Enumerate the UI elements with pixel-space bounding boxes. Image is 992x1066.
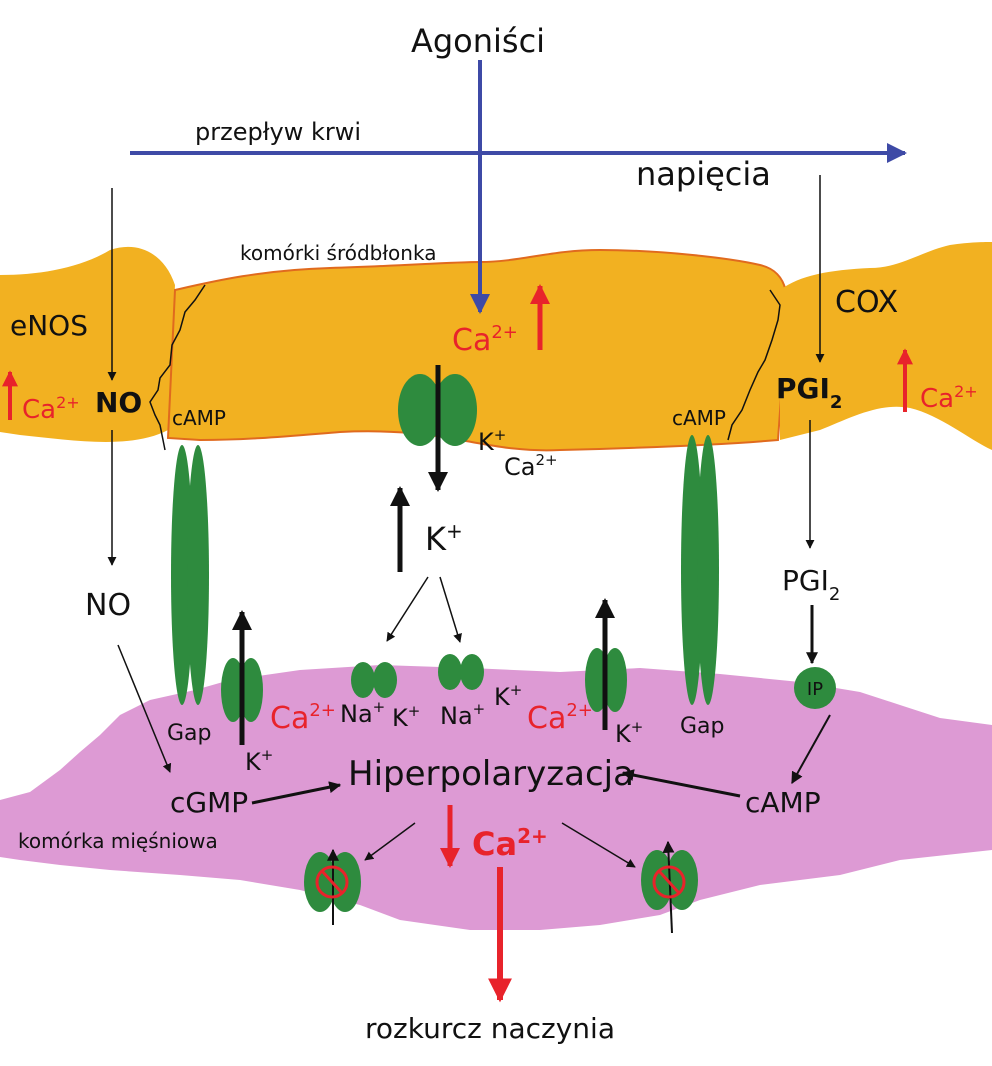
k-channel-muscle-left-a — [221, 658, 245, 722]
muscle-cell-label: komórka mięśniowa — [18, 829, 218, 853]
k-label-pump-left: K+ — [392, 702, 420, 732]
camp-label-right-gap: cAMP — [672, 406, 726, 430]
k-channel-muscle-right-b — [603, 648, 627, 712]
na-label-left: Na+ — [340, 698, 385, 728]
cell-junction-right — [727, 289, 781, 441]
ip-receptor — [794, 667, 836, 709]
blocked-icon-right — [652, 865, 686, 899]
k-label-muscle-right: K+ — [615, 718, 643, 748]
ca-right: Ca2+ — [920, 382, 978, 414]
camp-to-hyperpolarization-arrow — [621, 769, 741, 798]
camp-label-muscle: cAMP — [745, 786, 821, 819]
agonists-label: Agoniści — [411, 22, 545, 60]
cell-junction-left — [149, 284, 206, 451]
blocked-icon-left — [315, 865, 349, 899]
camp-label-left: cAMP — [172, 406, 226, 430]
ca-center: Ca2+ — [452, 322, 518, 358]
gap-junction-left-b — [187, 445, 209, 705]
k-label-released: K+ — [425, 519, 463, 558]
k-label-pump-right: K+ — [494, 681, 522, 711]
hyperpolarization-label: Hiperpolaryzacja — [348, 754, 634, 794]
k-to-na-k-pump-left — [386, 576, 429, 642]
gap-label-left: Gap — [167, 721, 212, 746]
pgi2-label: PGI2 — [782, 564, 840, 605]
k-label-muscle-left: K+ — [245, 746, 273, 776]
gap-junction-left-a — [171, 445, 193, 705]
k-label-channel: K+ — [478, 426, 506, 456]
k-channel-muscle-left-b — [239, 658, 263, 722]
ca-left: Ca2+ — [22, 393, 80, 425]
na-k-pump-left-a — [351, 662, 375, 698]
to-blocked-channel-right-arrow — [561, 822, 636, 868]
na-k-pump-right-a — [438, 654, 462, 690]
no-label: NO — [85, 588, 131, 623]
ca-muscle-center: Ca2+ — [472, 824, 548, 863]
kca-channel-right — [433, 374, 477, 446]
endothelial-cells-label: komórki śródbłonka — [240, 241, 436, 265]
gap-junction-right-b — [697, 435, 719, 705]
ca-muscle-right: Ca2+ — [527, 700, 593, 736]
ip-to-camp-arrow — [791, 714, 831, 785]
na-k-pump-right-b — [460, 654, 484, 690]
endothelial-cell-right — [780, 242, 992, 450]
cox-label: COX — [835, 285, 898, 320]
blocked-ca-channel-left — [304, 848, 361, 925]
vasodilation-label: rozkurcz naczynia — [365, 1012, 615, 1045]
gap-label-right: Gap — [680, 714, 725, 739]
ip-label: IP — [807, 679, 823, 700]
blood-flow-label: przepływ krwi — [195, 118, 361, 146]
cgmp-label: cGMP — [170, 786, 248, 819]
ca-label-channel: Ca2+ — [504, 451, 558, 481]
tension-label: napięcia — [636, 155, 771, 193]
no-label-endothelium: NO — [95, 386, 142, 419]
pgi2-label-endothelium: PGI2 — [776, 372, 842, 413]
blocked-ca-channel-right — [641, 840, 698, 934]
muscle-cell-shape — [0, 665, 992, 930]
endothelial-cell-left — [0, 246, 175, 442]
kca-channel-left — [398, 374, 442, 446]
no-to-cgmp-arrow — [117, 644, 172, 773]
ca-muscle-left: Ca2+ — [270, 700, 336, 736]
to-blocked-channel-left-arrow — [364, 822, 416, 861]
na-k-pump-left-b — [373, 662, 397, 698]
k-to-na-k-pump-right — [439, 576, 462, 643]
enos-label: eNOS — [10, 309, 88, 342]
cgmp-to-hyperpolarization-arrow — [251, 781, 342, 805]
gap-junction-right-a — [681, 435, 703, 705]
na-label-right: Na+ — [440, 700, 485, 730]
